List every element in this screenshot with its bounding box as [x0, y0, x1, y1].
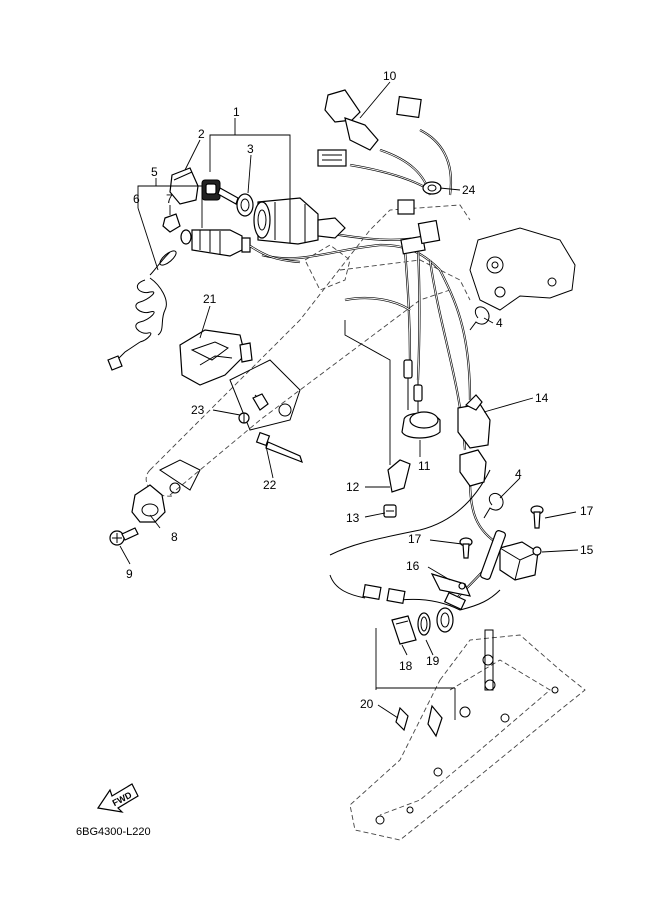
callout-15: 15	[580, 543, 594, 557]
callout-17-left: 17	[408, 532, 422, 546]
callout-7: 7	[166, 192, 173, 206]
callout-18: 18	[399, 659, 413, 673]
callout-2: 2	[198, 127, 205, 141]
stop-switch-cap	[162, 213, 181, 233]
callout-8: 8	[171, 530, 178, 544]
leader-lines	[119, 81, 579, 720]
grommet-assembly	[436, 607, 454, 633]
wire-clamp-lower	[483, 492, 504, 519]
bracket-bolt	[383, 504, 397, 518]
warning-buzzer	[401, 359, 441, 439]
wire-clamp-upper	[469, 306, 490, 331]
callout-22: 22	[263, 478, 277, 492]
screw-upper	[530, 505, 544, 529]
callout-16: 16	[406, 559, 420, 573]
callout-20: 20	[360, 697, 374, 711]
callout-6: 6	[133, 192, 140, 206]
engine-stop-switch	[180, 229, 301, 264]
callout-23: 23	[191, 403, 205, 417]
cable-tie	[255, 431, 303, 464]
screw-lower	[459, 537, 473, 559]
relay-box	[499, 541, 542, 581]
pilot-screw	[238, 393, 269, 424]
harness-coupler	[397, 199, 441, 255]
callout-11: 11	[418, 459, 431, 473]
diagram-code: 6BG4300-L220	[76, 826, 151, 838]
mounting-plate	[430, 573, 471, 597]
main-harness-connector	[317, 89, 422, 167]
steering-bracket	[469, 227, 576, 311]
callout-4-lower: 4	[515, 467, 522, 481]
ignition-key	[201, 179, 239, 205]
callout-24: 24	[462, 183, 476, 197]
callout-19: 19	[426, 654, 440, 668]
callout-3: 3	[247, 142, 254, 156]
grommet-18	[391, 615, 417, 645]
label-tag	[395, 704, 443, 738]
callouts: 1 2 3 5 6 7 10 24 21 4 14 23 11 4 22 12 …	[126, 69, 594, 711]
bottom-cowling	[349, 629, 586, 841]
throttle-grip-end	[131, 484, 166, 523]
callout-4-upper: 4	[496, 316, 503, 330]
harness-grommet	[422, 181, 442, 195]
stop-lanyard	[107, 250, 177, 371]
callout-17-right: 17	[580, 504, 594, 518]
neutral-switch-coupler	[457, 394, 491, 487]
fwd-arrow: FWD	[96, 783, 139, 813]
main-switch-assembly	[253, 197, 346, 245]
grommet-19	[417, 612, 431, 636]
grip-cover	[179, 329, 253, 386]
callout-21: 21	[203, 292, 217, 306]
callout-13: 13	[346, 511, 360, 525]
callout-10: 10	[383, 69, 397, 83]
grip-screw	[109, 527, 139, 546]
callout-12: 12	[346, 480, 360, 494]
buzzer-bracket	[387, 459, 411, 493]
callout-5: 5	[151, 165, 158, 179]
small-couplers	[362, 530, 507, 611]
switch-nut	[236, 193, 254, 217]
callout-9: 9	[126, 567, 133, 581]
callout-1: 1	[233, 105, 240, 119]
callout-14: 14	[535, 391, 549, 405]
